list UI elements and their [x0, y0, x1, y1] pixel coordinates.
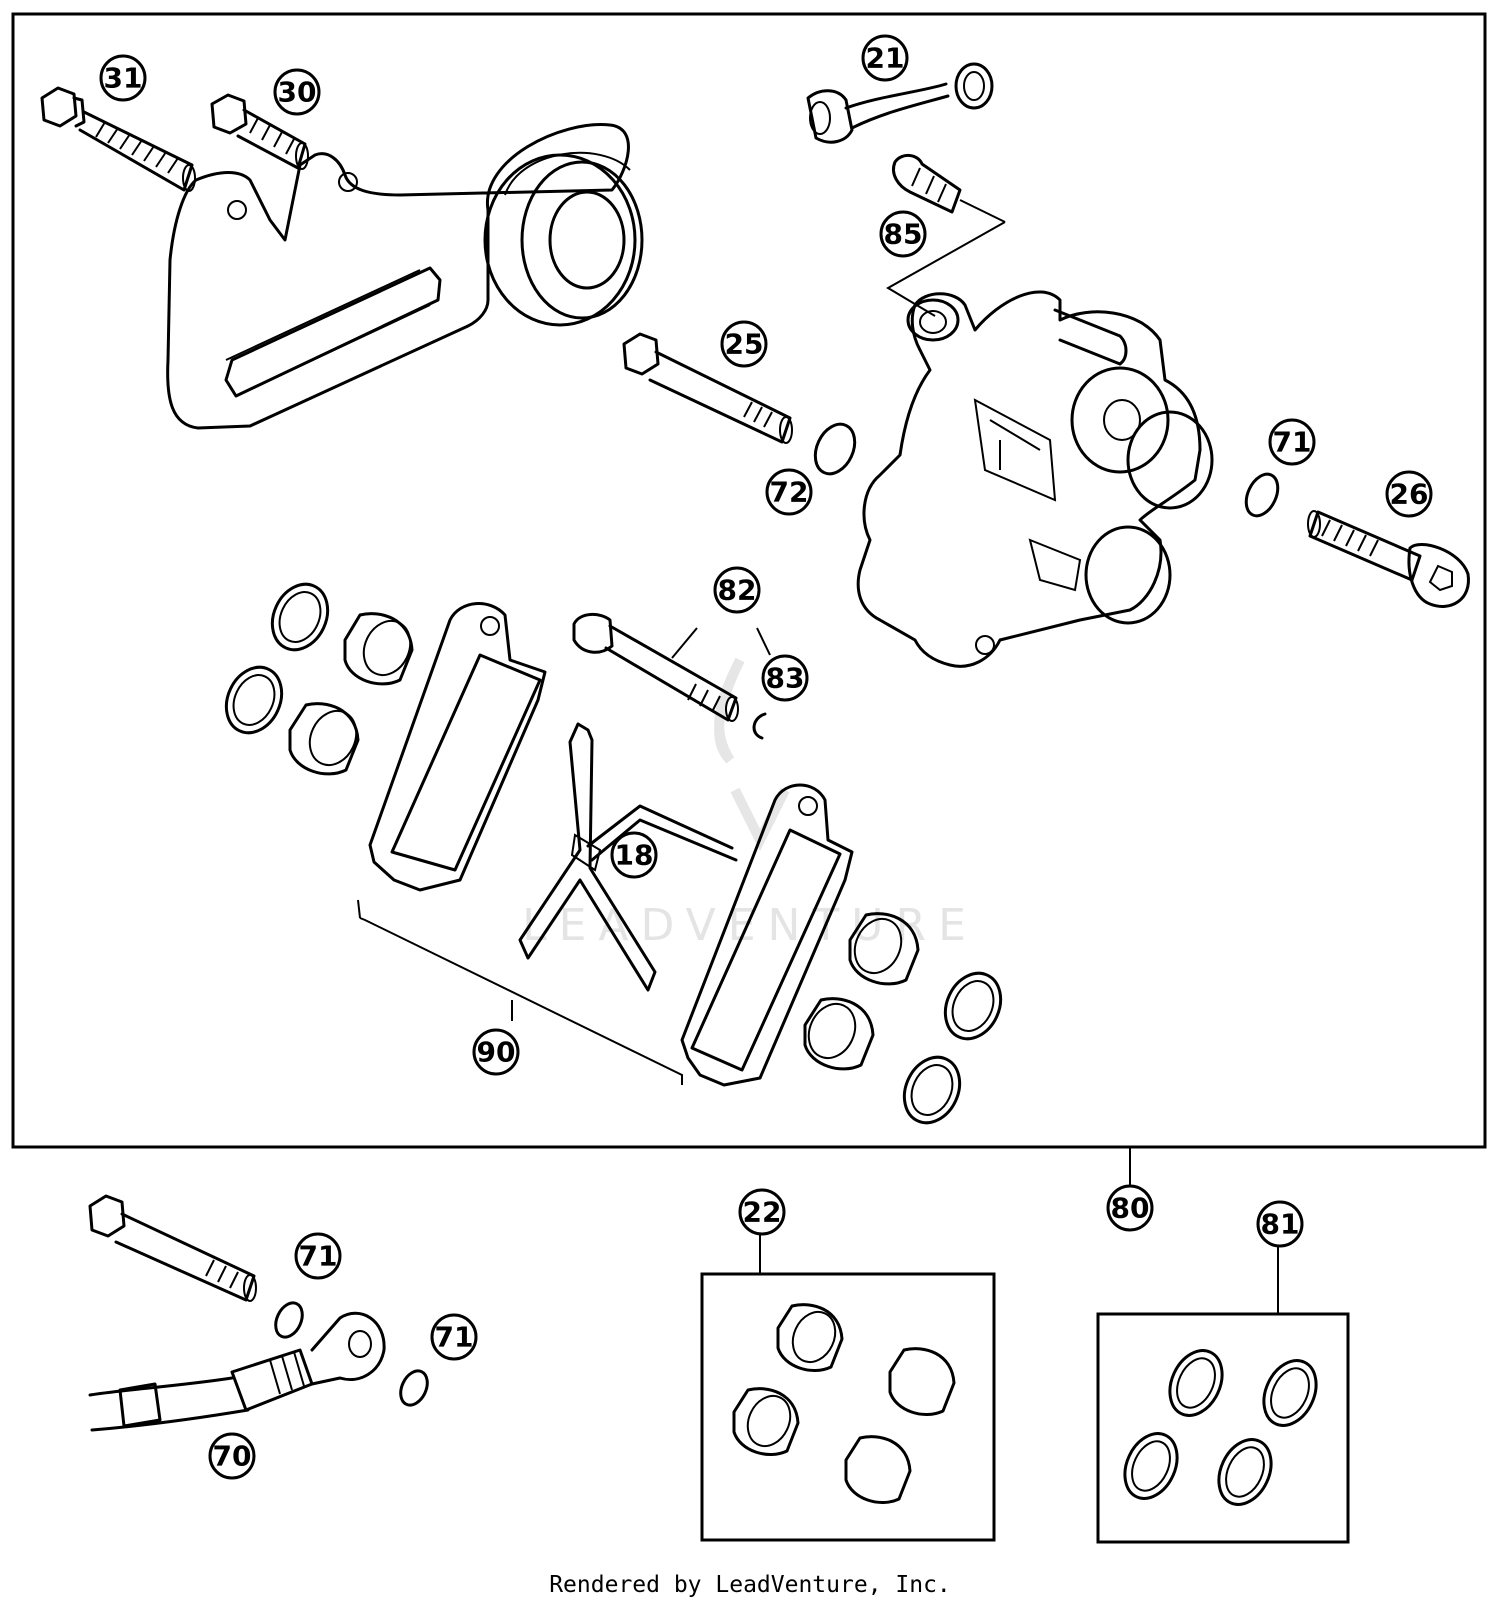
svg-text:81: 81 — [1261, 1208, 1300, 1241]
pad-spring-18 — [518, 722, 738, 992]
callout-21: 21 — [861, 34, 909, 82]
callout-82: 82 — [713, 566, 761, 614]
callout-31: 31 — [99, 54, 147, 102]
bolt-31 — [40, 86, 196, 192]
callout-80: 80 — [1106, 1184, 1154, 1232]
callout-30: 30 — [273, 68, 321, 116]
bolt-30 — [210, 93, 309, 170]
pistons-right — [803, 912, 920, 1071]
svg-text:72: 72 — [770, 476, 809, 509]
banjo-bolt — [88, 1194, 257, 1302]
callout-72: 72 — [765, 468, 813, 516]
callout-70: 70 — [208, 1432, 256, 1480]
callout-18: 18 — [610, 831, 658, 879]
bolt-26 — [1307, 510, 1470, 608]
pistons-left — [288, 612, 414, 776]
svg-text:71: 71 — [435, 1321, 474, 1354]
bleeder-cap-21 — [806, 62, 994, 144]
footer-credit: Rendered by LeadVenture, Inc. — [549, 1572, 951, 1598]
callout-26: 26 — [1385, 470, 1433, 518]
brake-pad-left — [368, 602, 547, 892]
svg-text:80: 80 — [1111, 1192, 1150, 1225]
callout-71: 71 — [1268, 418, 1316, 466]
brake-caliper-housing — [856, 290, 1214, 668]
callout-81: 81 — [1256, 1200, 1304, 1248]
washer-72 — [813, 422, 857, 476]
piston-seals-left — [224, 582, 330, 735]
callout-71-bottom-a: 71 — [294, 1232, 342, 1280]
washer-71-bottom-a — [274, 1301, 304, 1339]
svg-text:31: 31 — [104, 62, 143, 95]
svg-text:71: 71 — [299, 1240, 338, 1273]
svg-text:85: 85 — [884, 218, 923, 251]
svg-text:22: 22 — [743, 1196, 782, 1229]
brake-hose-70 — [88, 1311, 386, 1432]
caliper-support-bracket — [166, 123, 644, 430]
callout-22: 22 — [738, 1188, 786, 1236]
callout-85: 85 — [879, 210, 927, 258]
washer-71-upper — [1244, 472, 1280, 518]
piston-kit-22 — [700, 1272, 996, 1542]
caliper-assembly-frame — [11, 12, 1487, 1149]
svg-text:26: 26 — [1390, 478, 1429, 511]
brake-pad-right — [680, 783, 854, 1087]
piston-seals-right — [902, 971, 1003, 1125]
callout-83: 83 — [761, 654, 809, 702]
svg-text:21: 21 — [866, 42, 905, 75]
svg-text:18: 18 — [615, 839, 654, 872]
clip-83 — [752, 712, 767, 740]
svg-text:90: 90 — [477, 1036, 516, 1069]
svg-text:83: 83 — [766, 662, 805, 695]
svg-text:71: 71 — [1273, 426, 1312, 459]
callout-25: 25 — [720, 320, 768, 368]
bolt-25 — [622, 332, 793, 444]
leader-lines — [357, 199, 1279, 1314]
seal-kit-81 — [1096, 1312, 1350, 1544]
callout-90: 90 — [472, 1028, 520, 1076]
callout-71-bottom-b: 71 — [430, 1313, 478, 1361]
svg-text:82: 82 — [718, 574, 757, 607]
svg-text:70: 70 — [213, 1440, 252, 1473]
bleeder-screw-85 — [892, 154, 962, 214]
svg-text:25: 25 — [725, 328, 764, 361]
pin-bolt-82 — [572, 613, 739, 722]
svg-text:30: 30 — [278, 76, 317, 109]
washer-71-bottom-b — [399, 1369, 429, 1407]
